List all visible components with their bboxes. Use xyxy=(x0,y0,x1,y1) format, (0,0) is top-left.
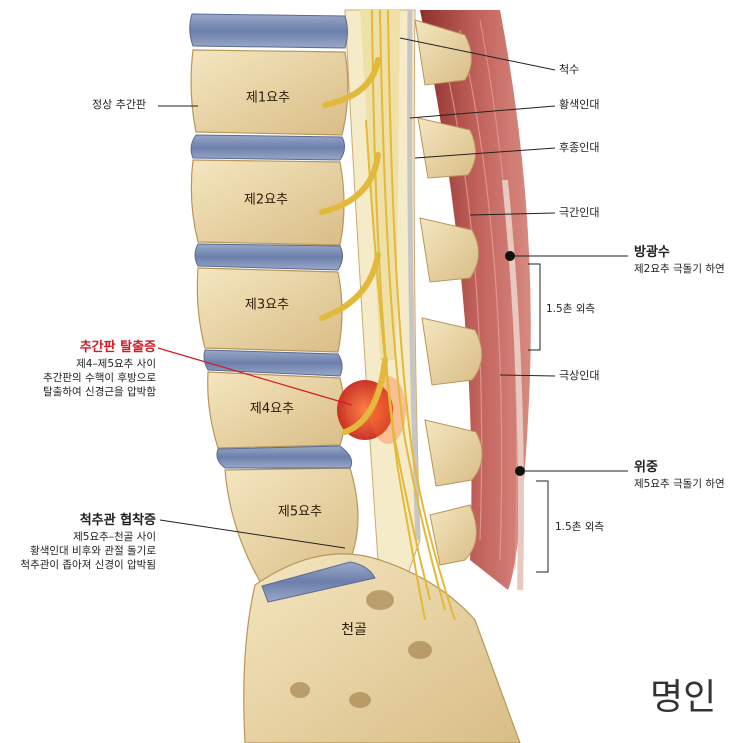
cauda-equina xyxy=(379,9,446,611)
herniation-title: 추간판 탈출증 xyxy=(79,340,156,355)
spinous-process xyxy=(419,217,479,283)
vertebra-l1-body xyxy=(190,49,349,136)
supraspinous-ligament xyxy=(502,179,524,591)
spinal-cord-label: 척수 xyxy=(559,63,580,76)
spinous-process xyxy=(424,419,483,487)
leader-stenosis xyxy=(159,519,346,549)
posterior-longitudinal-label: 후종인대 xyxy=(559,141,600,154)
vertebra-label-l3: 제3요추 xyxy=(244,297,290,313)
spinous-process xyxy=(417,117,476,179)
acupoint-2-desc: 제5요추 극돌기 하연 xyxy=(634,477,725,490)
sacrum-label: 천골 xyxy=(341,622,367,638)
interspinous-label: 극간인대 xyxy=(559,206,600,219)
supraspinous-label: 극상인대 xyxy=(559,369,600,382)
vertebra-l3-body xyxy=(196,267,343,353)
nerve-root-l1 xyxy=(322,57,381,108)
acupoint-1-name: 방광수 xyxy=(634,245,670,260)
stenosis-note: 척추관 협착증 제5요추–천골 사이 황색인대 비후와 관절 돌기로 척추관이 … xyxy=(20,512,156,572)
sacral-foramen xyxy=(349,692,371,708)
leader-posterior-longitudinal xyxy=(414,147,556,159)
vertebra-label-l1: 제1요추 xyxy=(245,90,291,106)
leader-herniation xyxy=(157,347,353,406)
stenosis-line-2: 황색인대 비후와 관절 돌기로 xyxy=(30,544,156,557)
vertebra-label-l5: 제5요추 xyxy=(277,504,323,520)
disc-l3-l4 xyxy=(203,349,343,377)
normal-disc-label: 정상 추간판 xyxy=(92,98,147,111)
cauda-equina xyxy=(365,119,426,621)
disc-l2-l3 xyxy=(194,243,344,271)
acupoint-1: 방광수 제2요추 극돌기 하연 xyxy=(634,244,725,276)
disc-l1-l2 xyxy=(190,134,346,161)
vertebra-label-l2: 제2요추 xyxy=(243,192,289,208)
herniation-note: 추간판 탈출증 제4–제5요추 사이 추간판의 수핵이 후방으로 탈출하여 신경… xyxy=(43,339,156,399)
herniation-line-2: 추간판의 수핵이 후방으로 xyxy=(43,371,156,384)
disc-t12-l1 xyxy=(189,13,348,49)
spinous-process xyxy=(414,19,472,86)
acupoint-2-name: 위중 xyxy=(634,460,658,475)
nerve-root-l4 xyxy=(342,357,388,435)
vertebra-label-l4: 제4요추 xyxy=(249,401,295,417)
disc-l5-s1 xyxy=(261,561,376,603)
cauda-equina xyxy=(387,9,456,621)
stenosis-line-1: 제5요추–천골 사이 xyxy=(73,530,156,543)
acupoint-2: 위중 제5요추 극돌기 하연 xyxy=(634,459,725,491)
sacral-foramen xyxy=(290,682,310,698)
leader-spinal-cord xyxy=(399,37,556,71)
disc-l4-l5 xyxy=(216,445,353,469)
vertebra-l2-body xyxy=(190,159,345,246)
leader-ligamentum-flavum xyxy=(409,105,556,119)
sacral-foramen xyxy=(366,590,394,610)
spinous-process xyxy=(421,317,483,386)
signature: 명인 xyxy=(650,677,717,718)
herniation-line-1: 제4–제5요추 사이 xyxy=(76,357,156,370)
acupoint-1-desc: 제2요추 극돌기 하연 xyxy=(634,262,725,275)
stenosis-line-3: 척추관이 좁아져 신경이 압박됨 xyxy=(20,558,156,571)
stenosis-title: 척추관 협착증 xyxy=(79,513,156,528)
leader-supraspinous xyxy=(499,374,556,377)
bracket-measure-2 xyxy=(536,480,549,573)
sacral-process xyxy=(429,504,477,566)
acupoint-marker-2 xyxy=(515,466,525,476)
herniation-line-3: 탈출하여 신경근을 압박함 xyxy=(43,385,156,398)
ligamentum-flavum-label: 황색인대 xyxy=(559,98,600,111)
acupoint-1-measure: 1.5촌 외측 xyxy=(546,303,596,315)
muscle-striation xyxy=(459,29,503,561)
acupoint-marker-1 xyxy=(505,251,515,261)
acupoint-2-measure: 1.5촌 외측 xyxy=(555,521,605,533)
nerve-root-l2 xyxy=(319,152,381,215)
sacral-foramen xyxy=(408,641,432,659)
leader-interspinous xyxy=(469,212,556,216)
bracket-measure-1 xyxy=(528,263,541,351)
